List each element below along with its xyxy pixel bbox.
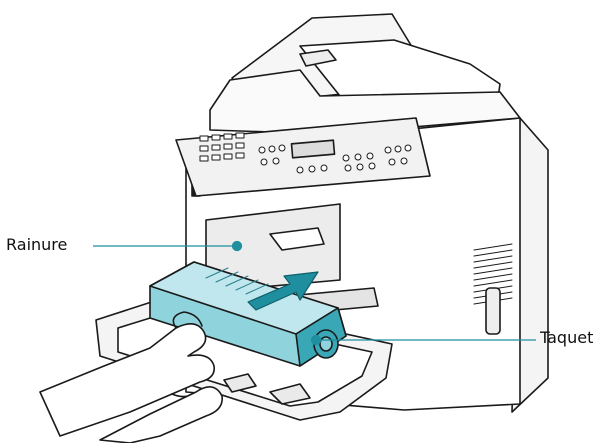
leader-dot-rainure — [231, 240, 243, 252]
toner-cartridge — [149, 261, 347, 367]
control-panel — [175, 117, 431, 197]
document-feeder — [209, 13, 521, 135]
callout-label-rainure: Rainure — [6, 235, 68, 254]
callout-leaders — [93, 240, 536, 346]
callout-label-taquet: Taquet — [540, 328, 594, 347]
hand-illustration — [39, 311, 223, 443]
leader-dot-taquet — [310, 334, 322, 346]
insert-arrow — [247, 271, 319, 311]
